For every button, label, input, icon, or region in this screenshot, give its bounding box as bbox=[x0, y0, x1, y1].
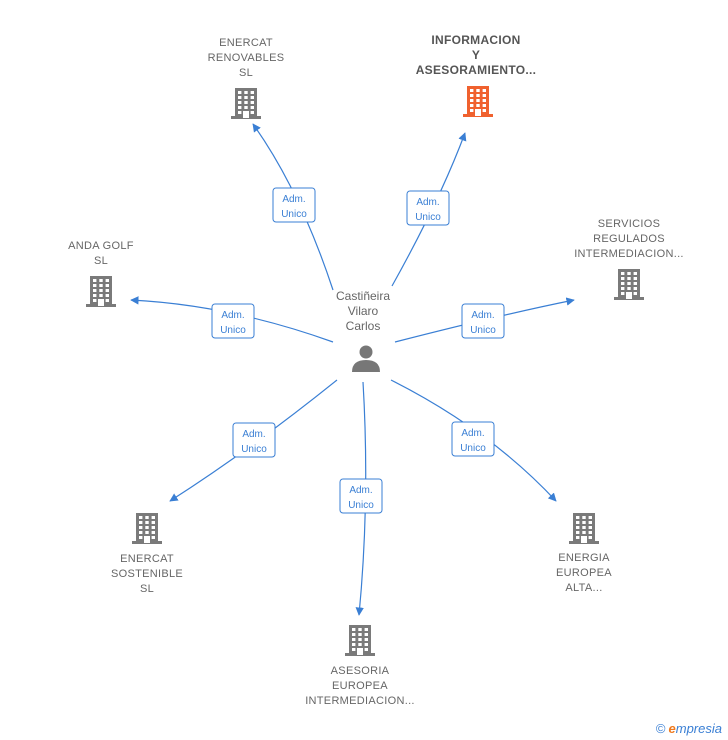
company-node-enercat-sostenible[interactable]: ENERCAT SOSTENIBLE SL bbox=[111, 513, 183, 595]
building-icon bbox=[569, 513, 599, 544]
role-label-box bbox=[211, 303, 255, 339]
company-name-line: ANDA GOLF bbox=[68, 240, 134, 252]
role-label-box bbox=[339, 478, 383, 514]
edge-asesoria-europea: Adm. Unico bbox=[339, 381, 383, 616]
edge-role-label[interactable]: Adm. Unico bbox=[272, 187, 316, 223]
building-icon bbox=[86, 276, 116, 307]
edge-role-label[interactable]: Adm. Unico bbox=[232, 422, 276, 458]
nodes-layer: ENERCAT RENOVABLES SL INFORMACIONYASESORAMI… bbox=[68, 33, 684, 707]
copyright-symbol: © bbox=[655, 721, 666, 736]
company-name-line: INTERMEDIACION... bbox=[574, 248, 684, 260]
person-name-line: Carlos bbox=[346, 319, 381, 333]
company-name-line: ENERCAT bbox=[120, 553, 174, 565]
company-name-line: ASESORIA bbox=[331, 665, 390, 677]
edge-enercat-renovables: Adm. Unico bbox=[252, 123, 334, 291]
role-label-text: Adm. bbox=[349, 485, 372, 496]
company-name-line: ALTA... bbox=[565, 582, 602, 594]
company-node-servicios-regulados[interactable]: SERVICIOS REGULADOS INTERMEDIACION... bbox=[574, 218, 684, 300]
company-name-line: SERVICIOS bbox=[598, 218, 660, 230]
company-name-line: Y bbox=[472, 48, 480, 62]
role-label-text: Unico bbox=[348, 500, 374, 511]
company-node-energia-europea[interactable]: ENERGIA EUROPEA ALTA... bbox=[556, 513, 612, 594]
edges-layer: Adm.UnicoAdm.UnicoAdm.UnicoAdm.UnicoAdm.… bbox=[130, 123, 575, 616]
company-name-line: ASESORAMIENTO... bbox=[416, 63, 537, 77]
company-name-line: RENOVABLES bbox=[208, 52, 285, 64]
edge-role-label[interactable]: Adm. Unico bbox=[461, 303, 505, 339]
company-name-line: INTERMEDIACION... bbox=[305, 695, 415, 707]
company-name-line: INFORMACION bbox=[431, 33, 520, 47]
brand-initial: e bbox=[668, 721, 676, 736]
role-label-box bbox=[232, 422, 276, 458]
role-label-text: Adm. bbox=[242, 429, 265, 440]
role-label-box bbox=[451, 421, 495, 457]
company-name-line: SL bbox=[94, 255, 108, 267]
company-name-line: EUROPEA bbox=[556, 567, 612, 579]
role-label-text: Adm. bbox=[416, 197, 439, 208]
empresia-watermark[interactable]: ©empresia bbox=[656, 721, 722, 736]
building-icon bbox=[345, 625, 375, 656]
edge-servicios-regulados: Adm. Unico bbox=[394, 297, 575, 343]
company-name-line: SOSTENIBLE bbox=[111, 568, 183, 580]
edge-role-label[interactable]: Adm. Unico bbox=[451, 421, 495, 457]
edge-anda-golf: Adm. Unico bbox=[130, 296, 334, 343]
edge-enercat-sostenible: Adm. Unico bbox=[169, 379, 338, 502]
building-icon bbox=[463, 86, 493, 117]
company-node-asesoria-europea[interactable]: ASESORIA EUROPEA INTERMEDIACION... bbox=[305, 625, 415, 707]
edge-role-label[interactable]: Adm. Unico bbox=[339, 478, 383, 514]
person-name-line: Castiñeira bbox=[336, 289, 390, 303]
role-label-text: Unico bbox=[281, 209, 307, 220]
role-label-text: Unico bbox=[220, 325, 246, 336]
edge-informacion-asesoramiento: Adm. Unico bbox=[391, 132, 467, 287]
company-name-line: REGULADOS bbox=[593, 233, 665, 245]
company-name-line: SL bbox=[239, 67, 253, 79]
role-label-text: Unico bbox=[460, 443, 486, 454]
building-icon bbox=[614, 269, 644, 300]
company-name-line: SL bbox=[140, 583, 154, 595]
person-icon bbox=[352, 345, 380, 372]
role-label-box bbox=[272, 187, 316, 223]
person-name-line: Vilaro bbox=[348, 304, 379, 318]
company-name-line: ENERGIA bbox=[558, 552, 610, 564]
edge-energia-europea: Adm. Unico bbox=[390, 379, 557, 502]
role-label-text: Unico bbox=[241, 444, 267, 455]
role-label-box bbox=[406, 190, 450, 226]
role-label-text: Adm. bbox=[461, 428, 484, 439]
company-node-anda-golf[interactable]: ANDA GOLF SL bbox=[68, 240, 134, 307]
role-label-text: Adm. bbox=[471, 310, 494, 321]
edge-role-label[interactable]: Adm. Unico bbox=[211, 303, 255, 339]
company-name-line: ENERCAT bbox=[219, 37, 273, 49]
role-label-text: Unico bbox=[470, 325, 496, 336]
role-label-box bbox=[461, 303, 505, 339]
company-node-enercat-renovables[interactable]: ENERCAT RENOVABLES SL bbox=[208, 37, 285, 119]
building-icon bbox=[231, 88, 261, 119]
building-icon bbox=[132, 513, 162, 544]
company-node-informacion-asesoramiento[interactable]: INFORMACIONYASESORAMIENTO... bbox=[416, 33, 537, 117]
role-label-text: Adm. bbox=[221, 310, 244, 321]
role-label-text: Adm. bbox=[282, 194, 305, 205]
role-label-text: Unico bbox=[415, 212, 441, 223]
company-name-line: EUROPEA bbox=[332, 680, 388, 692]
brand-name: mpresia bbox=[675, 721, 722, 736]
edge-role-label[interactable]: Adm. Unico bbox=[406, 190, 450, 226]
